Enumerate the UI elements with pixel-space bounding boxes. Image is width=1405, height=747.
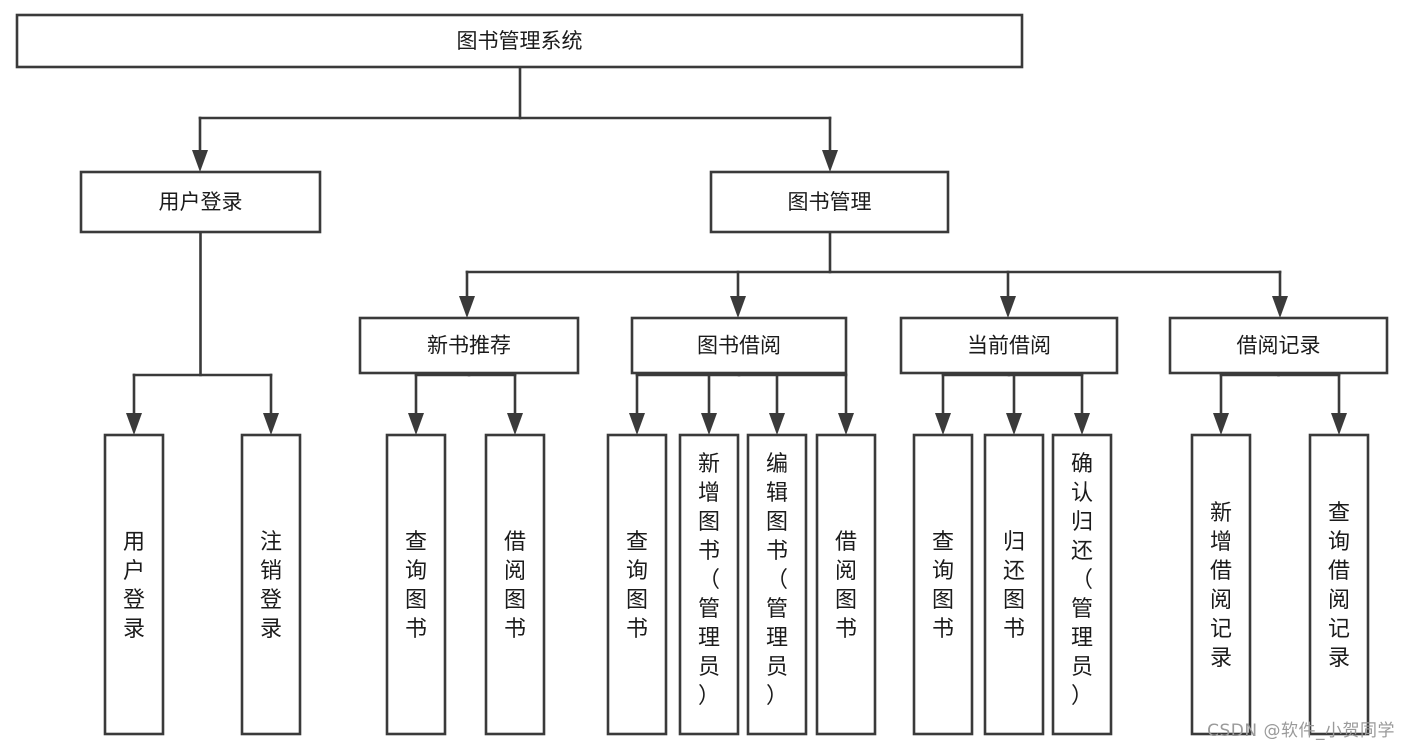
node-label: 查询图书 xyxy=(405,530,427,642)
connectors-layer xyxy=(126,65,1347,435)
node-label: 查询借阅记录 xyxy=(1328,501,1350,671)
node-label: 新增借阅记录 xyxy=(1210,501,1232,671)
node-label: 查询图书 xyxy=(626,530,648,642)
node-label: 新增图书（管理员） xyxy=(698,452,720,709)
node-leaf-add-borrow-record[interactable]: 新增借阅记录 xyxy=(1190,433,1252,736)
node-leaf-query-book-2[interactable]: 查询图书 xyxy=(606,433,668,736)
node-label: 借阅记录 xyxy=(1237,334,1321,358)
node-leaf-query-book-1[interactable]: 查询图书 xyxy=(385,433,447,736)
node-leaf-borrow-book-2[interactable]: 借阅图书 xyxy=(815,433,877,736)
node-label: 注销登录 xyxy=(260,530,282,642)
node-leaf-user-login[interactable]: 用户登录 xyxy=(103,433,165,736)
node-label: 新书推荐 xyxy=(427,334,511,358)
node-label: 确认归还（管理员） xyxy=(1071,452,1093,709)
node-leaf-user-logout[interactable]: 注销登录 xyxy=(240,433,302,736)
node-root-system[interactable]: 图书管理系统 xyxy=(15,13,1024,69)
node-label: 用户登录 xyxy=(159,190,243,214)
node-label: 归还图书 xyxy=(1003,530,1025,642)
node-label: 编辑图书（管理员） xyxy=(766,452,788,709)
node-book-manage[interactable]: 图书管理 xyxy=(709,170,950,234)
node-book-borrow[interactable]: 图书借阅 xyxy=(630,316,848,375)
node-user-login[interactable]: 用户登录 xyxy=(79,170,322,234)
node-borrow-record[interactable]: 借阅记录 xyxy=(1168,316,1389,375)
node-new-book-recommend[interactable]: 新书推荐 xyxy=(358,316,580,375)
node-leaf-add-book-admin[interactable]: 新增图书（管理员） xyxy=(678,433,740,736)
node-label: 借阅图书 xyxy=(504,530,526,642)
node-label: 当前借阅 xyxy=(967,334,1051,358)
node-leaf-query-borrow-record[interactable]: 查询借阅记录 xyxy=(1308,433,1370,736)
node-label: 用户登录 xyxy=(123,530,145,642)
node-label: 查询图书 xyxy=(932,530,954,642)
node-leaf-borrow-book-1[interactable]: 借阅图书 xyxy=(484,433,546,736)
node-current-borrow[interactable]: 当前借阅 xyxy=(899,316,1119,375)
node-label: 图书借阅 xyxy=(697,334,781,358)
node-leaf-query-book-3[interactable]: 查询图书 xyxy=(912,433,974,736)
node-leaf-return-book[interactable]: 归还图书 xyxy=(983,433,1045,736)
nodes-layer: 图书管理系统用户登录图书管理新书推荐图书借阅当前借阅借阅记录用户登录注销登录查询… xyxy=(15,13,1389,736)
node-label: 图书管理 xyxy=(788,190,872,214)
node-label: 借阅图书 xyxy=(835,530,857,642)
node-leaf-edit-book-admin[interactable]: 编辑图书（管理员） xyxy=(746,433,808,736)
node-label: 图书管理系统 xyxy=(457,29,583,53)
node-leaf-confirm-return[interactable]: 确认归还（管理员） xyxy=(1051,433,1113,736)
